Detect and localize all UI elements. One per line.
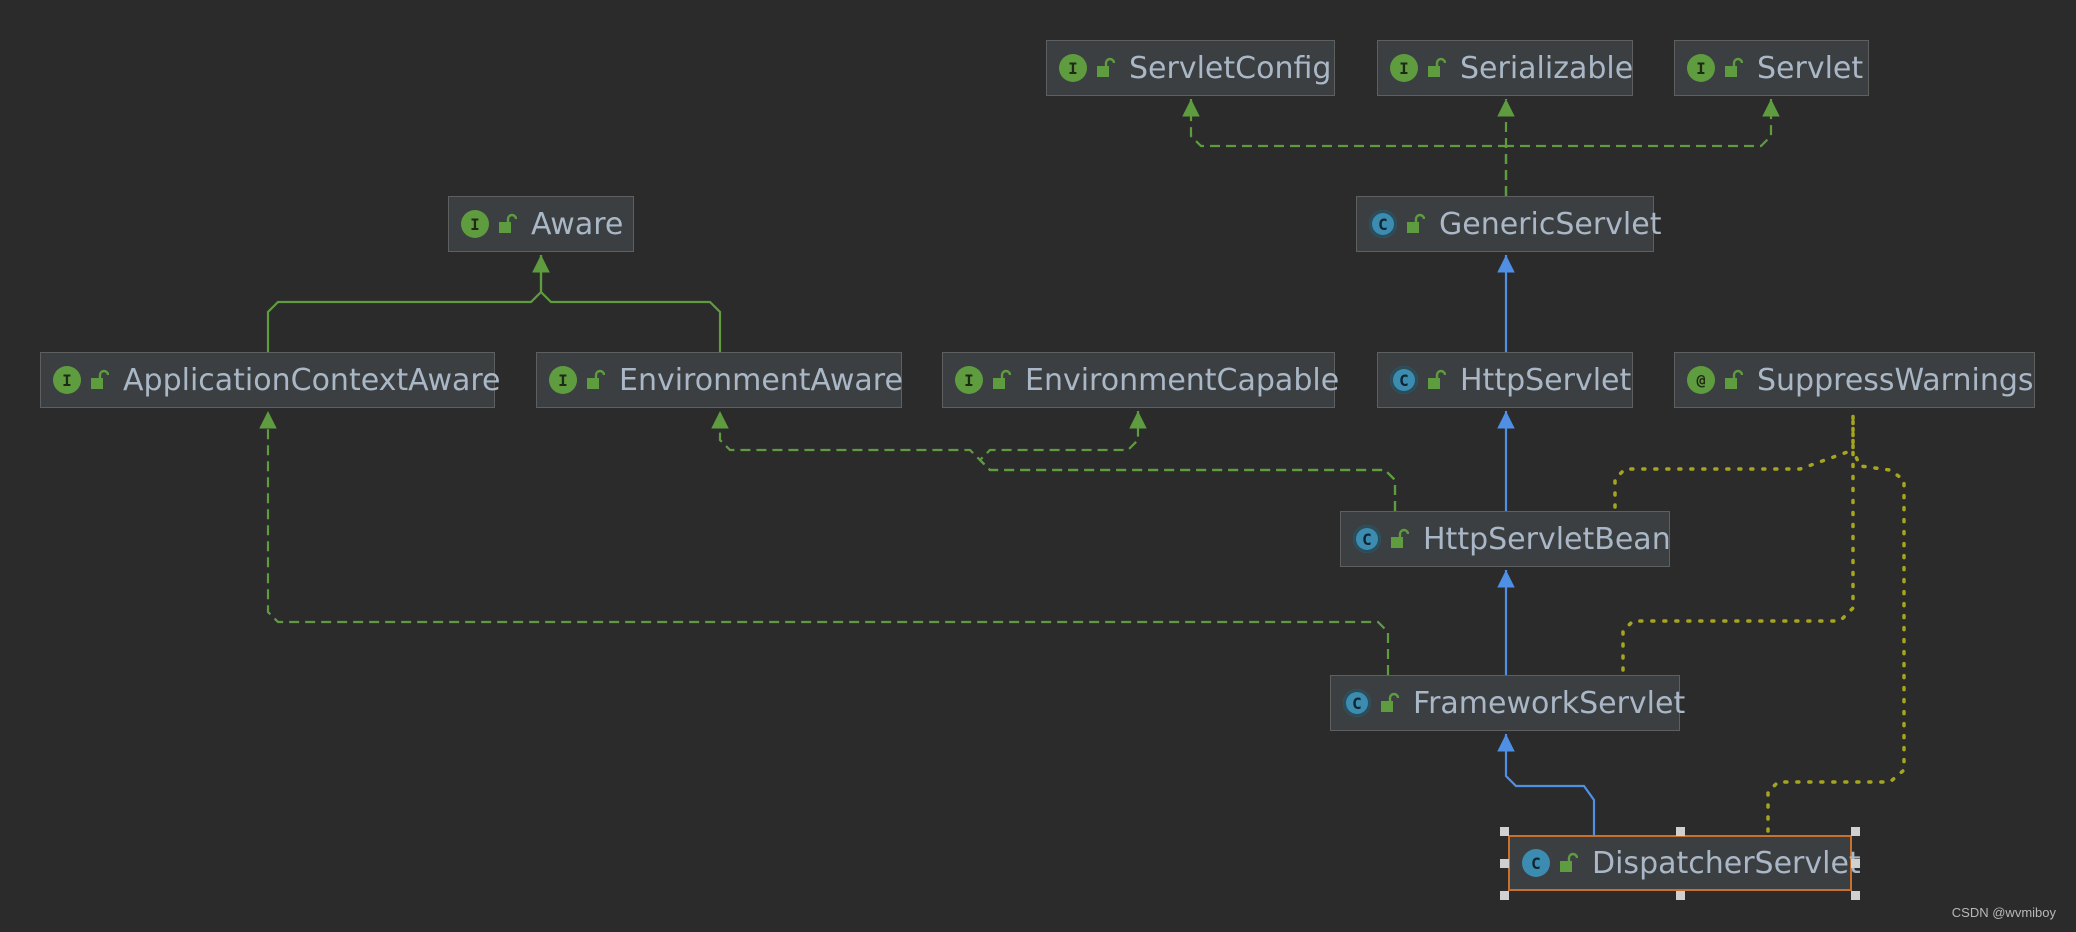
selection-handle[interactable] <box>1851 891 1860 900</box>
edge-application-context-aware-to-aware <box>266 255 550 352</box>
node-label: ApplicationContextAware <box>123 362 501 398</box>
node-label: ServletConfig <box>1129 50 1332 86</box>
interface-icon: I <box>1390 54 1418 82</box>
edge-dispatcher-servlet-to-framework-servlet <box>1497 734 1596 835</box>
edge-generic-servlet-to-servlet-config <box>1182 99 1508 196</box>
node-label: DispatcherServlet <box>1592 845 1861 881</box>
public-lock-icon <box>1381 692 1399 712</box>
node-http-servlet-bean[interactable]: C HttpServletBean <box>1340 511 1671 567</box>
node-label: GenericServlet <box>1439 206 1662 242</box>
node-label: Aware <box>531 206 624 242</box>
node-label: FrameworkServlet <box>1413 685 1686 721</box>
selection-handle[interactable] <box>1851 859 1860 868</box>
selection-handle[interactable] <box>1676 891 1685 900</box>
abstract-class-icon: C <box>1390 366 1418 394</box>
edge-framework-servlet-to-suppress-warnings <box>1621 410 1855 672</box>
edge-dispatcher-servlet-to-suppress-warnings <box>1766 448 1906 833</box>
public-lock-icon <box>499 213 517 233</box>
node-http-servlet[interactable]: C HttpServlet <box>1377 352 1633 408</box>
interface-icon: I <box>549 366 577 394</box>
node-label: HttpServletBean <box>1423 521 1671 557</box>
node-aware[interactable]: I Aware <box>448 196 634 252</box>
public-lock-icon <box>91 369 109 389</box>
node-label: EnvironmentAware <box>619 362 903 398</box>
interface-icon: I <box>1059 54 1087 82</box>
class-icon: C <box>1522 849 1550 877</box>
abstract-class-icon: C <box>1369 210 1397 238</box>
public-lock-icon <box>993 369 1011 389</box>
node-environment-capable[interactable]: I EnvironmentCapable <box>942 352 1339 408</box>
public-lock-icon <box>1391 528 1409 548</box>
abstract-class-icon: C <box>1343 689 1371 717</box>
node-serializable[interactable]: I Serializable <box>1377 40 1633 96</box>
edge-http-servlet-bean-to-environment-capable <box>978 411 1397 511</box>
selection-handle[interactable] <box>1500 859 1509 868</box>
selection-handle[interactable] <box>1500 891 1509 900</box>
node-label: HttpServlet <box>1460 362 1632 398</box>
node-dispatcher-servlet[interactable]: C DispatcherServlet <box>1508 835 1861 891</box>
public-lock-icon <box>1407 213 1425 233</box>
edge-generic-servlet-to-servlet <box>1504 99 1780 196</box>
node-suppress-warnings[interactable]: @ SuppressWarnings <box>1674 352 2035 408</box>
annotation-icon: @ <box>1687 366 1715 394</box>
public-lock-icon <box>587 369 605 389</box>
node-environment-aware[interactable]: I EnvironmentAware <box>536 352 903 408</box>
public-lock-icon <box>1725 57 1743 77</box>
node-servlet[interactable]: I Servlet <box>1674 40 1869 96</box>
public-lock-icon <box>1560 852 1578 872</box>
selection-handle[interactable] <box>1851 827 1860 836</box>
node-framework-servlet[interactable]: C FrameworkServlet <box>1330 675 1685 731</box>
public-lock-icon <box>1428 57 1446 77</box>
node-label: EnvironmentCapable <box>1025 362 1340 398</box>
edge-http-servlet-bean-to-environment-aware <box>711 411 1397 511</box>
node-generic-servlet[interactable]: C GenericServlet <box>1356 196 1661 252</box>
public-lock-icon <box>1097 57 1115 77</box>
interface-icon: I <box>461 210 489 238</box>
node-servlet-config[interactable]: I ServletConfig <box>1046 40 1335 96</box>
watermark: CSDN @wvmiboy <box>1951 905 2056 920</box>
interface-icon: I <box>1687 54 1715 82</box>
selection-handle[interactable] <box>1676 827 1685 836</box>
node-label: Serializable <box>1460 50 1634 86</box>
edge-http-servlet-bean-to-suppress-warnings <box>1613 410 1855 509</box>
interface-icon: I <box>53 366 81 394</box>
edge-environment-aware-to-aware <box>532 255 722 352</box>
selection-handle[interactable] <box>1500 827 1509 836</box>
interface-icon: I <box>955 366 983 394</box>
node-application-context-aware[interactable]: I ApplicationContextAware <box>40 352 501 408</box>
node-label: SuppressWarnings <box>1757 362 2034 398</box>
node-label: Servlet <box>1757 50 1864 86</box>
public-lock-icon <box>1428 369 1446 389</box>
abstract-class-icon: C <box>1353 525 1381 553</box>
edge-framework-servlet-to-application-context-aware <box>259 411 1390 675</box>
public-lock-icon <box>1725 369 1743 389</box>
